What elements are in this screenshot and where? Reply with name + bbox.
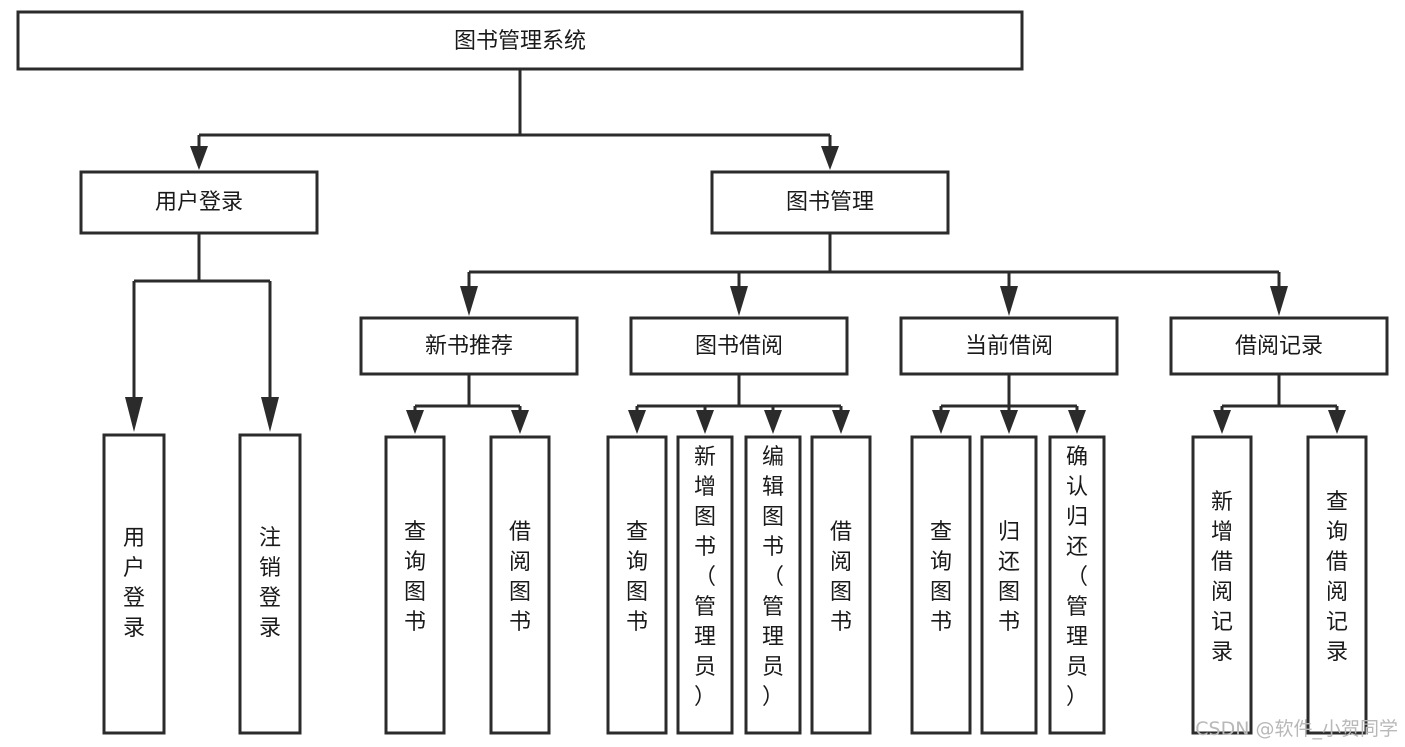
leaf-new-book-1-box[interactable] — [384, 435, 446, 735]
leaf-new-book-1[interactable]: 查询图书 — [384, 435, 446, 735]
arrow-head-bb-leaf-2 — [696, 410, 714, 434]
arrow-head-borrowrecord — [1270, 286, 1288, 316]
node-new-book-recommend-label: 新书推荐 — [425, 334, 513, 359]
leaf-current-borrow-3-box[interactable] — [1048, 435, 1106, 735]
node-current-borrow[interactable]: 当前借阅 — [899, 316, 1119, 376]
leaf-book-borrow-4-box[interactable] — [810, 435, 872, 735]
leaf-new-book-2-box[interactable] — [489, 435, 551, 735]
node-book-management-box[interactable] — [710, 170, 950, 235]
leaf-borrow-record-1-box[interactable] — [1191, 435, 1253, 735]
leaf-book-borrow-4[interactable]: 借阅图书 — [810, 435, 872, 735]
leaf-book-borrow-2[interactable]: 新增图书（管理员） — [676, 435, 734, 735]
arrow-head-bb-leaf-1 — [628, 410, 646, 434]
node-current-borrow-label: 当前借阅 — [965, 334, 1053, 359]
leaf-new-book-1-label: 查询图书 — [404, 520, 426, 635]
arrow-head-cb-leaf-2 — [1000, 410, 1018, 434]
arrow-head-cb-leaf-3 — [1068, 410, 1086, 434]
leaf-current-borrow-2-label: 归还图书 — [998, 520, 1020, 635]
node-borrow-record-box[interactable] — [1169, 316, 1389, 376]
leaf-current-borrow-1-box[interactable] — [910, 435, 972, 735]
leaf-borrow-record-1[interactable]: 新增借阅记录 — [1191, 435, 1253, 735]
leaf-book-borrow-2-label: 新增图书（管理员） — [694, 445, 716, 710]
csdn-watermark: CSDN @软件_小贺同学 — [1195, 718, 1398, 740]
leaf-book-borrow-2-box[interactable] — [676, 435, 734, 735]
arrow-head-userlogin — [190, 146, 208, 170]
node-user-login[interactable]: 用户登录 — [79, 170, 319, 235]
leaf-book-borrow-3[interactable]: 编辑图书（管理员） — [744, 435, 802, 735]
node-book-borrow[interactable]: 图书借阅 — [629, 316, 849, 376]
leaf-borrow-record-1-label: 新增借阅记录 — [1211, 490, 1233, 665]
arrow-head-bookborrow — [730, 286, 748, 316]
node-new-book-recommend-box[interactable] — [359, 316, 579, 376]
arrow-head-br-leaf-1 — [1213, 410, 1231, 434]
connector-layer — [125, 69, 1346, 434]
node-borrow-record[interactable]: 借阅记录 — [1169, 316, 1389, 376]
leaf-new-book-2-label: 借阅图书 — [509, 520, 531, 635]
leaf-borrow-record-2-label: 查询借阅记录 — [1326, 490, 1348, 665]
leaf-user-login-2-label: 注销登录 — [259, 526, 281, 641]
arrow-head-newbook — [460, 286, 478, 316]
node-book-borrow-box[interactable] — [629, 316, 849, 376]
node-user-login-label: 用户登录 — [155, 190, 243, 215]
leaf-book-borrow-1-box[interactable] — [606, 435, 668, 735]
node-user-login-box[interactable] — [79, 170, 319, 235]
node-new-book-recommend[interactable]: 新书推荐 — [359, 316, 579, 376]
leaf-user-login-2[interactable]: 注销登录 — [238, 433, 302, 735]
leaf-new-book-2[interactable]: 借阅图书 — [489, 435, 551, 735]
node-book-borrow-label: 图书借阅 — [695, 334, 783, 359]
node-root-box[interactable] — [16, 10, 1024, 71]
leaf-current-borrow-3[interactable]: 确认归还（管理员） — [1048, 435, 1106, 735]
leaf-current-borrow-1-label: 查询图书 — [930, 520, 952, 635]
arrow-head-cb-leaf-1 — [932, 410, 950, 434]
leaf-user-login-1-label: 用户登录 — [123, 526, 145, 641]
leaf-user-login-1[interactable]: 用户登录 — [102, 433, 166, 735]
arrow-head-br-leaf-2 — [1328, 410, 1346, 434]
node-book-management[interactable]: 图书管理 — [710, 170, 950, 235]
leaf-book-borrow-3-box[interactable] — [744, 435, 802, 735]
leaf-current-borrow-3-label: 确认归还（管理员） — [1066, 445, 1088, 710]
leaf-book-borrow-4-label: 借阅图书 — [830, 520, 852, 635]
leaf-current-borrow-2[interactable]: 归还图书 — [980, 435, 1038, 735]
node-book-management-label: 图书管理 — [786, 190, 874, 215]
arrow-head-nb-leaf-1 — [406, 410, 424, 434]
leaf-borrow-record-2[interactable]: 查询借阅记录 — [1306, 435, 1368, 735]
leaf-borrow-record-2-box[interactable] — [1306, 435, 1368, 735]
arrow-head-leaf-logout — [261, 397, 279, 432]
node-borrow-record-label: 借阅记录 — [1235, 334, 1323, 359]
arrow-head-bb-leaf-4 — [832, 410, 850, 434]
node-current-borrow-box[interactable] — [899, 316, 1119, 376]
arrow-head-bookmgmt — [821, 146, 839, 170]
leaf-user-login-1-box[interactable] — [102, 433, 166, 735]
arrow-head-leaf-user-login — [125, 397, 143, 432]
node-root-label: 图书管理系统 — [454, 29, 586, 54]
leaf-user-login-2-box[interactable] — [238, 433, 302, 735]
arrow-head-nb-leaf-2 — [511, 410, 529, 434]
leaf-current-borrow-1[interactable]: 查询图书 — [910, 435, 972, 735]
node-root[interactable]: 图书管理系统 — [16, 10, 1024, 71]
leaf-current-borrow-2-box[interactable] — [980, 435, 1038, 735]
leaf-book-borrow-1[interactable]: 查询图书 — [606, 435, 668, 735]
leaf-book-borrow-1-label: 查询图书 — [626, 520, 648, 635]
arrow-head-bb-leaf-3 — [764, 410, 782, 434]
leaf-book-borrow-3-label: 编辑图书（管理员） — [762, 445, 784, 710]
arrow-head-currentborrow — [1000, 286, 1018, 316]
